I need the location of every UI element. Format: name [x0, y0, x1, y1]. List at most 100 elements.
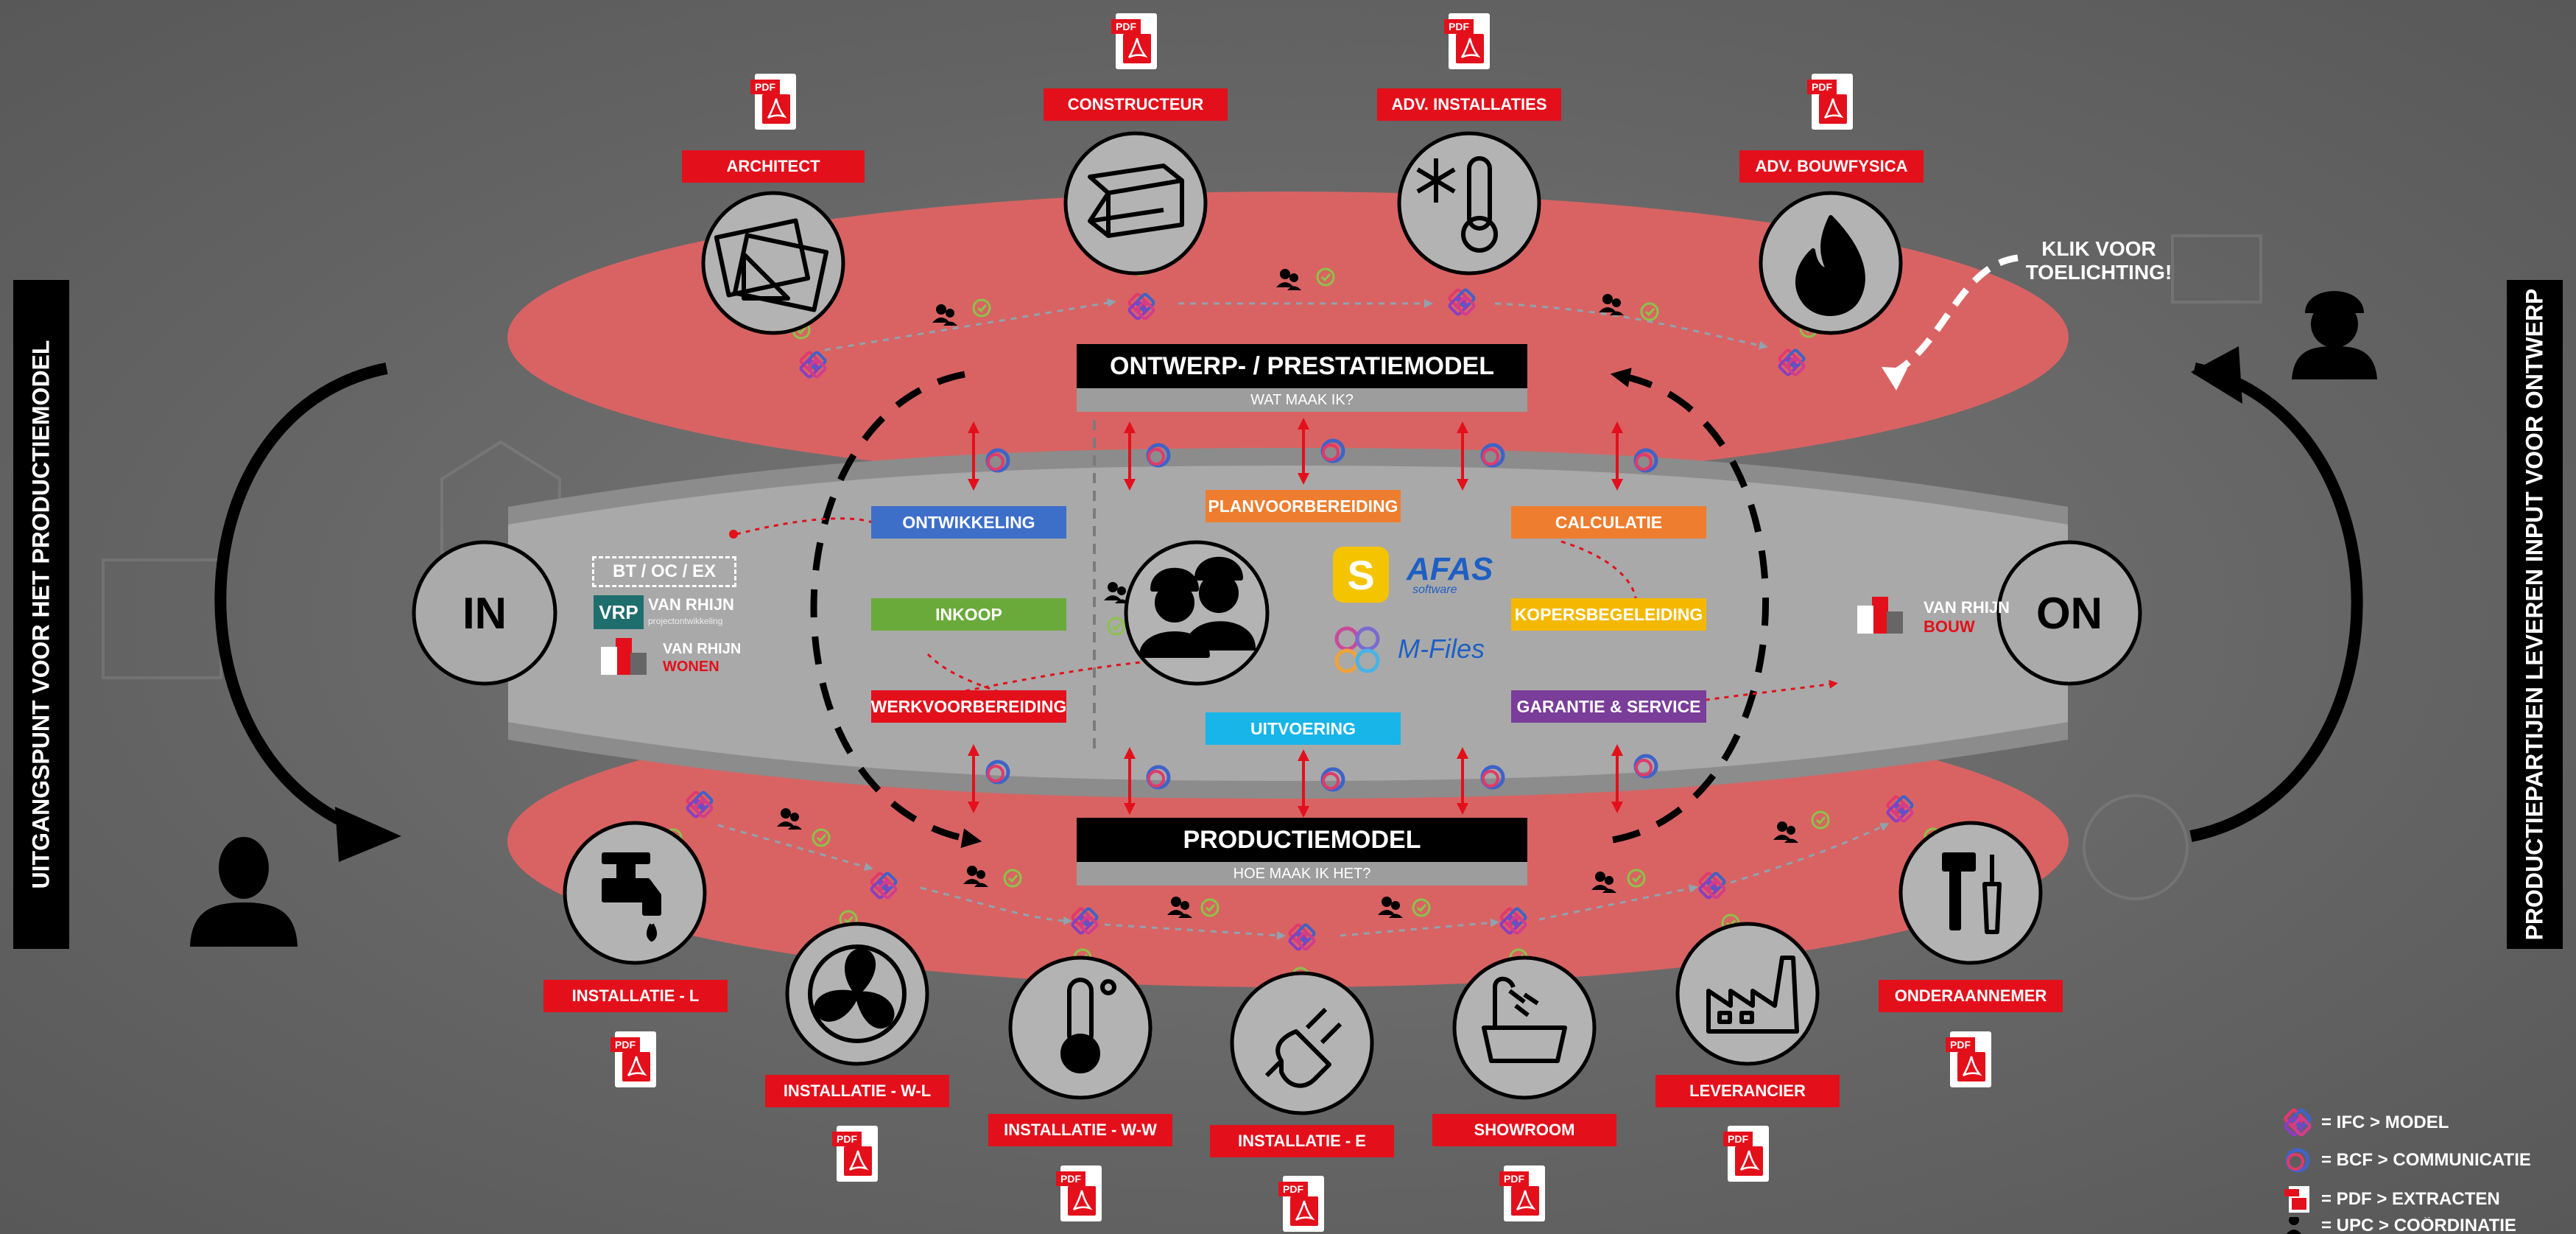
label-installatie-ww[interactable]: INSTALLATIE - W-W	[988, 1114, 1172, 1146]
bcf-icon	[2283, 1146, 2314, 1175]
dept-werkvoorbereiding[interactable]: WERKVOORBEREIDING	[871, 690, 1066, 723]
client-person-icon	[190, 837, 298, 947]
dept-inkoop[interactable]: INKOOP	[871, 598, 1066, 631]
dept-kopersbegeleiding[interactable]: KOPERSBEGELEIDING	[1511, 598, 1706, 631]
vrb-logo-sub: BOUW	[1924, 617, 1975, 636]
label-leverancier[interactable]: LEVERANCIER	[1655, 1075, 1840, 1107]
design-model-title[interactable]: ONTWERP- / PRESTATIEMODEL	[1077, 344, 1527, 388]
vrp-logo-mark: VRP	[594, 595, 644, 629]
pdf-icon[interactable]: PDF	[1946, 1031, 1991, 1087]
mfiles-logo-name: M-Files	[1398, 634, 1485, 664]
pdf-tag: PDF	[610, 1037, 640, 1052]
vrp-logo-sub: projectontwikkeling	[648, 616, 723, 626]
outer-arrow-right	[2189, 362, 2363, 842]
legend-coordination: = UPC > COÖRDINATIE	[2283, 1217, 2516, 1234]
legend-pdf-text: = PDF > EXTRACTEN	[2321, 1189, 2500, 1209]
flame-icon	[1795, 215, 1865, 316]
workers-icon	[1139, 556, 1256, 658]
pdf-icon[interactable]: PDF	[832, 1126, 878, 1182]
dept-ontwikkeling[interactable]: ONTWIKKELING	[871, 506, 1066, 539]
design-model-subtitle: WAT MAAK IK?	[1077, 388, 1527, 412]
pdf-icon[interactable]: PDF	[610, 1031, 656, 1087]
factory-icon	[1706, 956, 1799, 1034]
installatie-e-node[interactable]	[1230, 971, 1374, 1115]
label-adv-bouwfysica[interactable]: ADV. BOUWFYSICA	[1739, 150, 1924, 183]
on-label[interactable]: ON	[2036, 588, 2102, 638]
legend-pdf: = PDF > EXTRACTEN	[2283, 1185, 2500, 1214]
pdf-icon[interactable]: PDF	[1111, 13, 1157, 69]
beam-icon	[1088, 164, 1184, 238]
label-constructeur[interactable]: CONSTRUCTEUR	[1044, 88, 1228, 121]
thermometer-icon	[1060, 978, 1116, 1073]
hint-text[interactable]: KLIK VOOR TOELICHTING!	[2018, 237, 2180, 284]
label-installatie-wl[interactable]: INSTALLATIE - W-L	[765, 1075, 949, 1107]
in-label[interactable]: IN	[462, 588, 507, 638]
pdf-icon[interactable]: PDF	[1444, 13, 1490, 69]
afas-logo-sub: software	[1412, 583, 1457, 596]
legend-ifc-text: = IFC > MODEL	[2321, 1112, 2449, 1132]
cycle-arrow-right	[1610, 368, 1770, 844]
architect-node[interactable]	[701, 191, 845, 335]
legend-bcf-text: = BCF > COMMUNICATIE	[2321, 1150, 2531, 1170]
pdf-icon	[2283, 1185, 2314, 1214]
production-model-title[interactable]: PRODUCTIEMODEL	[1077, 818, 1527, 862]
dept-garantie-service[interactable]: GARANTIE & SERVICE	[1511, 690, 1706, 723]
dept-calculatie[interactable]: CALCULATIE	[1511, 506, 1706, 539]
pdf-icon[interactable]: PDF	[1056, 1165, 1102, 1221]
onderaannemer-node[interactable]	[1898, 821, 2043, 965]
label-installatie-e[interactable]: INSTALLATIE - E	[1210, 1125, 1394, 1157]
pdf-tag: PDF	[1946, 1037, 1975, 1052]
thermometer-snowflake-icon	[1416, 156, 1498, 253]
right-sidebar-text: PRODUCTIEPARTIJEN LEVEREN INPUT VOOR ONT…	[2521, 288, 2548, 941]
pdf-tag: PDF	[1278, 1182, 1308, 1196]
in-node[interactable]	[412, 540, 557, 686]
legend-bcf: = BCF > COMMUNICATIE	[2283, 1146, 2531, 1175]
design-zone	[507, 192, 2069, 483]
pdf-icon[interactable]: PDF	[1278, 1176, 1324, 1232]
bt-oc-ex-label[interactable]: BT / OC / EX	[592, 556, 736, 587]
legend-coordination-text: = UPC > COÖRDINATIE	[2321, 1217, 2516, 1234]
vrw-logo-name: VAN RHIJN	[663, 641, 742, 657]
pdf-tag: PDF	[1444, 19, 1474, 34]
pdf-icon[interactable]: PDF	[1807, 74, 1853, 130]
vrw-logo-sub: WONEN	[663, 659, 719, 675]
pdf-icon[interactable]: PDF	[750, 74, 796, 130]
pdf-tag: PDF	[1807, 80, 1837, 94]
label-onderaannemer[interactable]: ONDERAANNEMER	[1879, 980, 2063, 1012]
pdf-tag: PDF	[1499, 1171, 1529, 1186]
afas-logo: AFAS	[1407, 551, 1493, 587]
mfiles-logo-icon	[1334, 626, 1380, 673]
contractor-person-icon	[2292, 291, 2377, 379]
pdf-icon[interactable]: PDF	[1499, 1165, 1545, 1221]
label-architect[interactable]: ARCHITECT	[682, 150, 865, 183]
ifc-icon	[2283, 1108, 2314, 1137]
vrb-logo-icon	[1857, 597, 1903, 634]
drafting-icon	[714, 218, 811, 298]
bath-icon	[1482, 976, 1567, 1063]
fan-icon	[808, 944, 907, 1043]
workers-node	[1124, 540, 1270, 686]
installatie-ww-node[interactable]	[1008, 956, 1152, 1100]
constructeur-node[interactable]	[1063, 131, 1208, 276]
vrp-logo-name: VAN RHIJN	[648, 595, 734, 614]
pdf-tag: PDF	[1723, 1132, 1753, 1146]
dept-uitvoering[interactable]: UITVOERING	[1206, 712, 1401, 745]
s-software-logo: S	[1333, 547, 1389, 603]
vrb-logo-name: VAN RHIJN	[1924, 598, 2010, 617]
tap-icon	[602, 852, 661, 942]
outer-arrow-left	[214, 362, 388, 842]
on-node[interactable]	[1996, 540, 2142, 686]
pdf-tag: PDF	[832, 1132, 862, 1146]
pdf-tag: PDF	[1111, 19, 1141, 34]
left-sidebar: UITGANGSPUNT VOOR HET PRODUCTIEMODEL	[13, 280, 69, 949]
dept-planvoorbereiding[interactable]: PLANVOORBEREIDING	[1206, 490, 1401, 522]
pdf-tag: PDF	[1056, 1171, 1085, 1186]
label-showroom[interactable]: SHOWROOM	[1432, 1114, 1616, 1146]
vrw-logo-icon	[601, 638, 647, 675]
label-adv-installaties[interactable]: ADV. INSTALLATIES	[1377, 88, 1561, 121]
hint-line-1: KLIK VOOR	[2041, 237, 2156, 260]
cycle-arrow-left	[810, 371, 982, 848]
label-installatie-l[interactable]: INSTALLATIE - L	[543, 980, 728, 1012]
pdf-icon[interactable]: PDF	[1723, 1126, 1769, 1182]
